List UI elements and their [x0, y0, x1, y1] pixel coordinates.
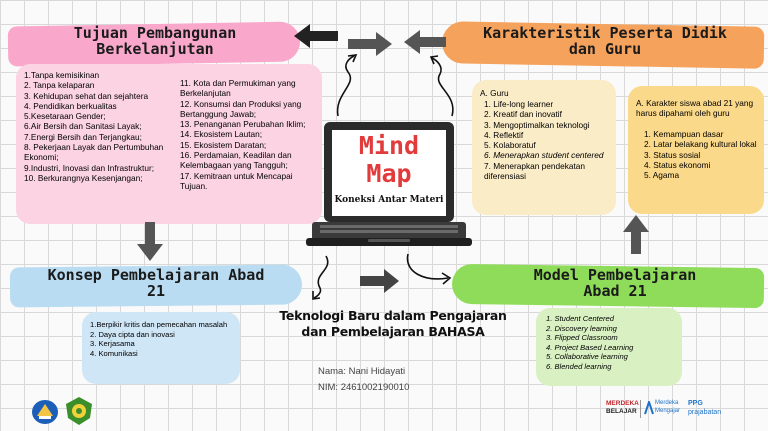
list-item: 4. Pendidikan berkualitas [24, 100, 117, 111]
laptop-screen [332, 130, 446, 216]
siswa-box [628, 86, 764, 214]
guru-box [472, 80, 616, 215]
arrow-down-icon [137, 222, 163, 261]
model-heading-line1: Model Pembelajaran [533, 266, 697, 284]
tujuan-heading-line1: Tujuan Pembangunan [73, 24, 237, 42]
guru-label: A. Guru [480, 88, 509, 98]
list-item: 4. Status ekonomi [644, 159, 711, 170]
list-item: 2. Discovery learning [546, 323, 617, 333]
model-heading: Model Pembelajaran Abad 21 [470, 266, 760, 300]
arrow-left-icon [404, 30, 446, 54]
tujuan-heading: Tujuan Pembangunan Berkelanjutan [20, 24, 290, 58]
siswa-list: 1. Kemampuan dasar 2. Latar belakang kul… [644, 129, 760, 180]
list-item: 4. Komunikasi [90, 348, 138, 358]
list-item: 10. Berkurangnya Kesenjangan; [24, 172, 143, 183]
mind-title-line2: Map [366, 159, 412, 188]
list-item: 1. Kemampuan dasar [644, 129, 724, 139]
arrow-up-icon [623, 215, 649, 254]
model-box [536, 308, 682, 386]
list-item: 1.Berpikir kritis dan pemecahan masalah [90, 320, 228, 329]
konsep-heading: Konsep Pembelajaran Abad 21 [18, 266, 294, 300]
list-item: 3. Flipped Classroom [546, 333, 618, 343]
merdeka-belajar-logo: MERDEKA BELAJAR [606, 400, 639, 416]
list-item: 5. Collaborative learning [546, 352, 628, 362]
konsep-list: 1.Berpikir kritis dan pemecahan masalah … [90, 320, 236, 358]
list-item: 2. Tanpa kelaparan [24, 80, 95, 91]
mind-subtitle: Koneksi Antar Materi [334, 195, 444, 205]
mind-title-line1: Mind [358, 131, 420, 160]
curved-arrow-icon [312, 255, 329, 300]
list-item: 15. Ekosistem Daratan; [180, 139, 267, 150]
list-item: 7. Menerapkan pendekatan diferensiasi [484, 160, 586, 182]
karakteristik-heading-line1: Karakteristik Peserta Didik [483, 24, 727, 42]
list-item: 2. Kreatif dan inovatif [484, 109, 562, 120]
list-item: 5. Agama [644, 170, 680, 181]
mind-title: Mind Map [334, 132, 444, 188]
karakteristik-heading: Karakteristik Peserta Didik dan Guru [450, 24, 760, 58]
author-nim: NIM: 2461002190010 [318, 382, 410, 393]
center-caption-line2: dan Pembelajaran BAHASA [301, 324, 485, 339]
list-item: 16. Perdamaian, Keadilan dan Kelembagaan… [180, 150, 292, 171]
list-item: 8. Pekerjaan Layak dan Pertumbuhan Ekono… [24, 142, 164, 163]
merdeka-logo-line2: BELAJAR [606, 408, 637, 415]
ppg-logo-line2: prajabatan [688, 409, 722, 416]
list-item: 17. Kemitraan untuk Mencapai Tujuan. [180, 170, 293, 191]
list-item: 3. Mengoptimalkan teknologi [484, 119, 590, 130]
list-item: 5.Kesetaraan Gender; [24, 111, 106, 122]
list-item: 1.Tanpa kemisikinan [24, 70, 100, 80]
list-item: 6.Air Bersih dan Sanitasi Layak; [24, 121, 142, 132]
list-item: 7.Energi Bersih dan Terjangkau; [24, 131, 142, 142]
konsep-heading-line2: 21 [146, 281, 166, 300]
kampus-merdeka-logo-icon [644, 401, 654, 415]
curved-arrow-icon [429, 55, 454, 117]
arrow-right-icon [360, 269, 399, 293]
merdeka-logo-line1: MERDEKA [606, 400, 639, 407]
arrow-left-icon [294, 24, 338, 48]
list-item: 4. Project Based Learning [546, 342, 634, 352]
tujuan-list-col1: 1.Tanpa kemisikinan 2. Tanpa kelaparan 3… [24, 70, 174, 183]
ppg-prajabatan-logo: PPG prajabatan [688, 399, 721, 417]
konsep-box [82, 312, 240, 384]
guru-list: 1. Life-long learner 2. Kreatif dan inov… [484, 99, 612, 181]
karakteristik-heading-line2: dan Guru [568, 39, 642, 58]
list-item: 11. Kota dan Permukiman yang Berkelanjut… [180, 78, 296, 99]
list-item: 14. Ekosistem Lautan; [180, 129, 263, 140]
kampus-logo-line2: Mengajar [655, 407, 681, 414]
list-item: 13. Penanganan Perubahan Iklim; [180, 119, 306, 130]
ppg-logo-line1: PPG [688, 400, 703, 407]
center-caption-line1: Teknologi Baru dalam Pengajaran [279, 308, 507, 323]
list-item: 5. Kolaboratuf [484, 140, 536, 151]
list-item: 6. Menerapkan student centered [484, 150, 604, 161]
list-item: 9.Industri, Inovasi dan Infrastruktur; [24, 162, 155, 173]
list-item: 3. Kehidupan sehat dan sejahtera [24, 90, 149, 101]
center-caption: Teknologi Baru dalam Pengajaran dan Pemb… [258, 308, 528, 340]
model-heading-line2: Abad 21 [583, 281, 647, 300]
kampus-merdeka-logo: Merdeka Mengajar [655, 400, 680, 415]
tujuan-list-col2: 11. Kota dan Permukiman yang Berkelanjut… [180, 78, 320, 191]
author-name: Nama: Nani Hidayati [318, 366, 406, 377]
logo-divider [640, 400, 641, 418]
kampus-logo-line1: Merdeka [655, 400, 679, 406]
kemendikbud-logo-icon [32, 400, 58, 424]
tujuan-heading-line2: Berkelanjutan [96, 39, 214, 58]
list-item: 3. Kerjasama [90, 339, 135, 349]
list-item: 12. Konsumsi dan Produksi yang Bertanggu… [180, 98, 302, 119]
list-item: 3. Status sosial [644, 149, 701, 160]
list-item: 1. Life-long learner [484, 99, 554, 109]
university-logo-icon [66, 397, 92, 425]
list-item: 2. Daya cipta dan inovasi [90, 329, 175, 339]
list-item: 6. Blended learning [546, 361, 612, 371]
siswa-label: A. Karakter siswa abad 21 yang harus dip… [636, 98, 754, 119]
curved-arrow-icon [406, 253, 452, 285]
laptop-illustration [306, 122, 472, 246]
tujuan-box [16, 64, 322, 224]
list-item: 4. Reflektif [484, 129, 524, 140]
arrow-right-icon [348, 32, 392, 56]
model-list: 1. Student Centered 2. Discovery learnin… [546, 314, 680, 372]
konsep-heading-line1: Konsep Pembelajaran Abad [47, 266, 265, 284]
list-item: 1. Student Centered [546, 314, 614, 323]
list-item: 2. Latar belakang kultural lokal [644, 139, 757, 150]
curved-arrow-icon [336, 54, 358, 117]
